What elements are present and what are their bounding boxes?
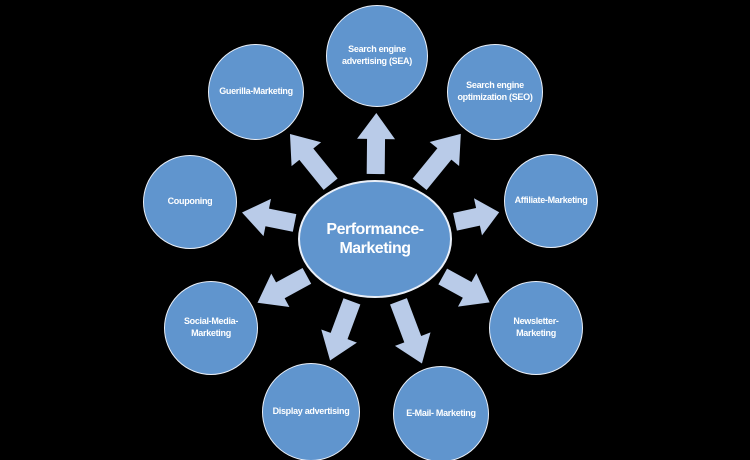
arrow-to-sea (357, 113, 396, 175)
node-social-media-marketing: Social-Media- Marketing (164, 281, 258, 375)
node-label: Social-Media- Marketing (183, 316, 239, 338)
node-label: Affiliate-Marketing (514, 195, 588, 206)
arrow-to-guerilla-marketing (289, 133, 338, 190)
arrow-to-newsletter-marketing (438, 268, 490, 307)
arrow-to-couponing (242, 198, 297, 237)
center-node-label: Performance- Marketing (326, 220, 424, 257)
node-label: Guerilla-Marketing (219, 86, 293, 97)
arrow-to-affiliate-marketing (453, 198, 500, 236)
arrow-to-seo (412, 133, 461, 191)
center-node-performance-marketing: Performance- Marketing (298, 180, 452, 298)
node-label: Newsletter-Marketing (513, 316, 559, 338)
node-email-marketing: E-Mail- Marketing (393, 366, 489, 460)
node-label: Display advertising (272, 406, 350, 417)
node-guerilla-marketing: Guerilla-Marketing (208, 44, 304, 140)
node-sea: Search engine advertising (SEA) (326, 5, 428, 107)
node-label: Search engine optimization (SEO) (457, 80, 533, 102)
node-label: Search engine advertising (SEA) (342, 44, 412, 66)
arrow-to-social-media-marketing (257, 267, 312, 307)
node-display-advertising: Display advertising (262, 363, 360, 460)
node-label: Couponing (167, 196, 213, 207)
node-newsletter-marketing: Newsletter-Marketing (489, 281, 583, 375)
arrow-to-email-marketing (390, 298, 431, 364)
node-seo: Search engine optimization (SEO) (447, 44, 543, 140)
node-affiliate-marketing: Affiliate-Marketing (504, 154, 598, 248)
node-couponing: Couponing (143, 155, 237, 249)
node-label: E-Mail- Marketing (406, 408, 476, 419)
arrow-to-display-advertising (321, 298, 361, 361)
